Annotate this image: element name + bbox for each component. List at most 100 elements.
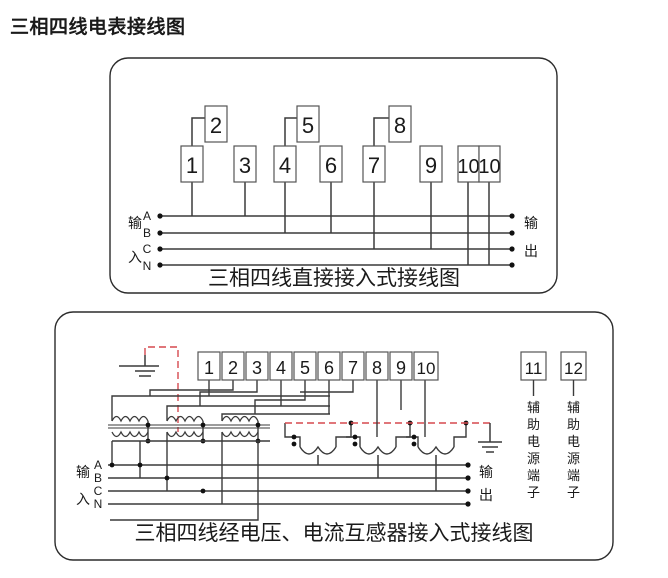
drop-wires-direct	[191, 182, 490, 265]
bus-terminal-dots-right	[509, 213, 515, 268]
terminal-boxes-upper-direct: 2 5 8	[204, 105, 412, 143]
aux-note-11: 辅 助 电 源 端 子	[527, 400, 540, 500]
pt-primary-leads	[111, 395, 330, 441]
phase-labels-direct: A B C N	[143, 209, 152, 273]
terminal-label: 7	[348, 358, 358, 378]
terminal-box-1[interactable]: 1	[197, 351, 221, 381]
terminal-label: 7	[368, 153, 380, 178]
terminal-box-6[interactable]: 6	[317, 351, 341, 381]
input-label-char-1: 入	[128, 249, 142, 265]
terminal-box-4[interactable]: 4	[273, 145, 297, 183]
phase-label-c: C	[94, 484, 103, 498]
terminal-box-8[interactable]: 8	[388, 105, 412, 143]
earth-ground-icon-left	[119, 355, 159, 377]
link-t7-t8	[373, 117, 389, 146]
terminal-label: 4	[276, 358, 286, 378]
terminal-box-2[interactable]: 2	[221, 351, 245, 381]
input-label-char-0: 输	[128, 215, 142, 231]
ct-polarity-dots	[291, 420, 469, 447]
voltage-transformer-group	[108, 415, 270, 438]
aux-note-char: 电	[527, 434, 540, 449]
ct-primary-lines	[317, 455, 437, 491]
phase-label-b: B	[94, 471, 102, 485]
phase-label-c: C	[143, 242, 152, 256]
panel-direct-connection: 2 5 8 1 3 4	[109, 57, 558, 294]
aux-note-char: 助	[527, 417, 540, 432]
terminal-boxes-transformer: 1 2 3 4 5 6 7	[197, 351, 439, 381]
terminal-label: 2	[228, 358, 238, 378]
input-label-transformer: 输 入	[76, 464, 90, 507]
terminal-box-3[interactable]: 3	[245, 351, 269, 381]
terminal-box-7[interactable]: 7	[362, 145, 386, 183]
terminal-box-1[interactable]: 1	[180, 145, 204, 183]
input-label-char-0: 输	[76, 464, 90, 480]
terminal-label: 9	[425, 153, 437, 178]
current-transformer-group	[284, 423, 467, 455]
bus-junction-dots-transformer	[109, 462, 206, 494]
terminal-label: 10	[478, 156, 500, 178]
panel-border-direct	[109, 57, 558, 294]
terminal-box-11[interactable]: 11	[520, 351, 547, 396]
terminal-box-10b[interactable]: 10	[478, 145, 501, 183]
terminal-box-2[interactable]: 2	[204, 105, 228, 143]
terminal-box-5[interactable]: 5	[296, 105, 320, 143]
terminal-label: 11	[525, 359, 543, 378]
terminal-label: 4	[279, 153, 291, 178]
input-label-char-1: 入	[76, 491, 90, 507]
phase-label-a: A	[143, 209, 151, 223]
terminal-label: 9	[396, 358, 406, 378]
aux-note-char: 辅	[567, 400, 580, 415]
output-label-transformer: 输 出	[479, 464, 493, 503]
terminal-box-10a[interactable]: 10	[457, 145, 480, 183]
output-label-direct: 输 出	[524, 215, 538, 259]
terminal-label: 3	[252, 358, 262, 378]
phase-label-n: N	[94, 497, 103, 511]
terminal-label: 12	[564, 359, 583, 378]
terminal-box-7[interactable]: 7	[341, 351, 365, 381]
terminal-label: 10	[457, 156, 479, 178]
upper-links-direct	[191, 117, 389, 146]
pt-secondary-bus	[110, 432, 270, 521]
terminal-box-6[interactable]: 6	[319, 145, 343, 183]
aux-note-char: 电	[567, 434, 580, 449]
terminal-label: 2	[210, 113, 222, 138]
phase-label-a: A	[94, 458, 102, 472]
aux-note-12: 辅 助 电 源 端 子	[567, 400, 580, 500]
panel-transformer-connection: 1 2 3 4 5 6 7	[54, 311, 614, 561]
panel-border-transformer	[54, 311, 614, 561]
bus-terminal-dots-left	[157, 213, 163, 268]
terminal-box-9[interactable]: 9	[419, 145, 443, 183]
terminal-label: 5	[300, 358, 310, 378]
aux-note-char: 源	[567, 451, 580, 466]
terminal-label: 6	[325, 153, 337, 178]
link-t4-t5	[284, 117, 297, 146]
terminal-label: 1	[186, 153, 198, 178]
input-label-direct: 输 入	[128, 215, 142, 265]
terminal-box-8[interactable]: 8	[365, 351, 389, 381]
page-title: 三相四线电表接线图	[10, 17, 186, 38]
terminal-box-4[interactable]: 4	[269, 351, 293, 381]
output-label-char-0: 输	[524, 215, 538, 231]
terminal-box-3[interactable]: 3	[233, 145, 257, 183]
terminal-box-10[interactable]: 10	[413, 351, 439, 381]
aux-note-char: 辅	[527, 400, 540, 415]
bus-lines-transformer	[108, 464, 468, 505]
phase-label-b: B	[143, 226, 151, 240]
link-t1-t2	[191, 117, 205, 146]
aux-note-char: 源	[527, 451, 540, 466]
panel-caption-transformer: 三相四线经电压、电流互感器接入式接线图	[135, 522, 534, 545]
terminal-label: 1	[204, 358, 214, 378]
phase-labels-transformer: A B C N	[94, 458, 103, 511]
terminal-label: 5	[302, 113, 314, 138]
terminal-label: 8	[394, 113, 406, 138]
output-label-char-0: 输	[479, 464, 493, 480]
terminal-box-12[interactable]: 12	[560, 351, 587, 396]
terminal-boxes-lower-direct: 1 3 4 6 7 9 10	[180, 145, 501, 183]
phase-label-n: N	[143, 259, 152, 273]
terminal-box-9[interactable]: 9	[389, 351, 413, 381]
aux-note-char: 端	[567, 468, 580, 483]
terminal-box-5[interactable]: 5	[293, 351, 317, 381]
terminal-label: 6	[324, 358, 334, 378]
terminal-label: 8	[372, 358, 382, 378]
